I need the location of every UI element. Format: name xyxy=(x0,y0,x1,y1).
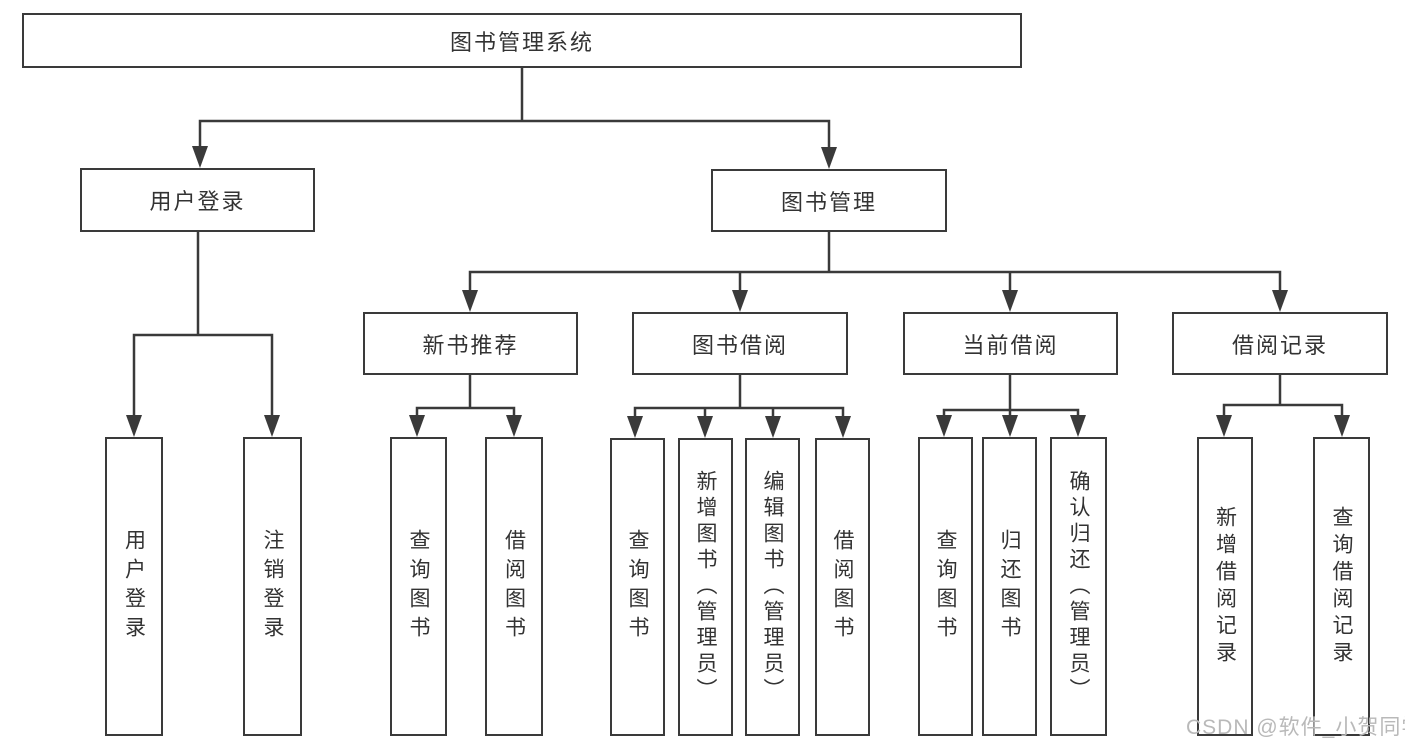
leaf-borrow-edit-book-admin: 编辑图书（管理员） xyxy=(745,438,800,736)
leaf-borrow-add-book-admin: 新增图书（管理员） xyxy=(678,438,733,736)
arrowhead xyxy=(264,415,280,437)
node-current-borrow: 当前借阅 xyxy=(903,312,1118,375)
arrowhead xyxy=(732,290,748,312)
leaf-user-logout: 注销登录 xyxy=(243,437,302,736)
leaf-user-login: 用户登录 xyxy=(105,437,163,736)
arrowhead xyxy=(192,146,208,168)
csdn-watermark: CSDN @软件_小贺同学 xyxy=(1186,716,1405,739)
node-new-book-recommend: 新书推荐 xyxy=(363,312,578,375)
arrowhead xyxy=(697,416,713,438)
node-borrow-record: 借阅记录 xyxy=(1172,312,1388,375)
leaf-current-return-book: 归还图书 xyxy=(982,437,1037,736)
arrowhead xyxy=(821,147,837,169)
arrowhead xyxy=(1070,415,1086,437)
leaf-newbook-query-book: 查询图书 xyxy=(390,437,447,736)
edge-mgmt-branch xyxy=(468,270,1282,294)
edge-newbook-branch xyxy=(415,406,516,420)
edge-borrow-branch xyxy=(633,406,845,420)
edge-record-branch xyxy=(1222,403,1344,419)
leaf-newbook-borrow-book: 借阅图书 xyxy=(485,437,543,736)
leaf-borrow-borrow-book: 借阅图书 xyxy=(815,438,870,736)
leaf-current-query-book: 查询图书 xyxy=(918,437,973,736)
arrowhead xyxy=(627,416,643,438)
node-book-management: 图书管理 xyxy=(711,169,947,232)
node-book-borrow: 图书借阅 xyxy=(632,312,848,375)
arrowhead xyxy=(765,416,781,438)
leaf-current-confirm-return-admin: 确认归还（管理员） xyxy=(1050,437,1107,736)
edge-login-branch xyxy=(132,333,274,419)
arrowhead xyxy=(1002,290,1018,312)
arrowhead xyxy=(126,415,142,437)
arrowhead xyxy=(1272,290,1288,312)
arrowhead xyxy=(835,416,851,438)
node-root-system: 图书管理系统 xyxy=(22,13,1022,68)
arrowhead xyxy=(1334,415,1350,437)
arrowhead xyxy=(409,415,425,437)
node-user-login: 用户登录 xyxy=(80,168,315,232)
arrowhead xyxy=(506,415,522,437)
edge-root-branch xyxy=(198,119,831,151)
arrowhead xyxy=(462,290,478,312)
arrowhead xyxy=(1216,415,1232,437)
leaf-record-add-borrow-record: 新增借阅记录 xyxy=(1197,437,1253,736)
arrowhead xyxy=(936,415,952,437)
leaf-record-query-borrow-record: 查询借阅记录 xyxy=(1313,437,1370,736)
leaf-borrow-query-book: 查询图书 xyxy=(610,438,665,736)
arrowhead xyxy=(1002,415,1018,437)
